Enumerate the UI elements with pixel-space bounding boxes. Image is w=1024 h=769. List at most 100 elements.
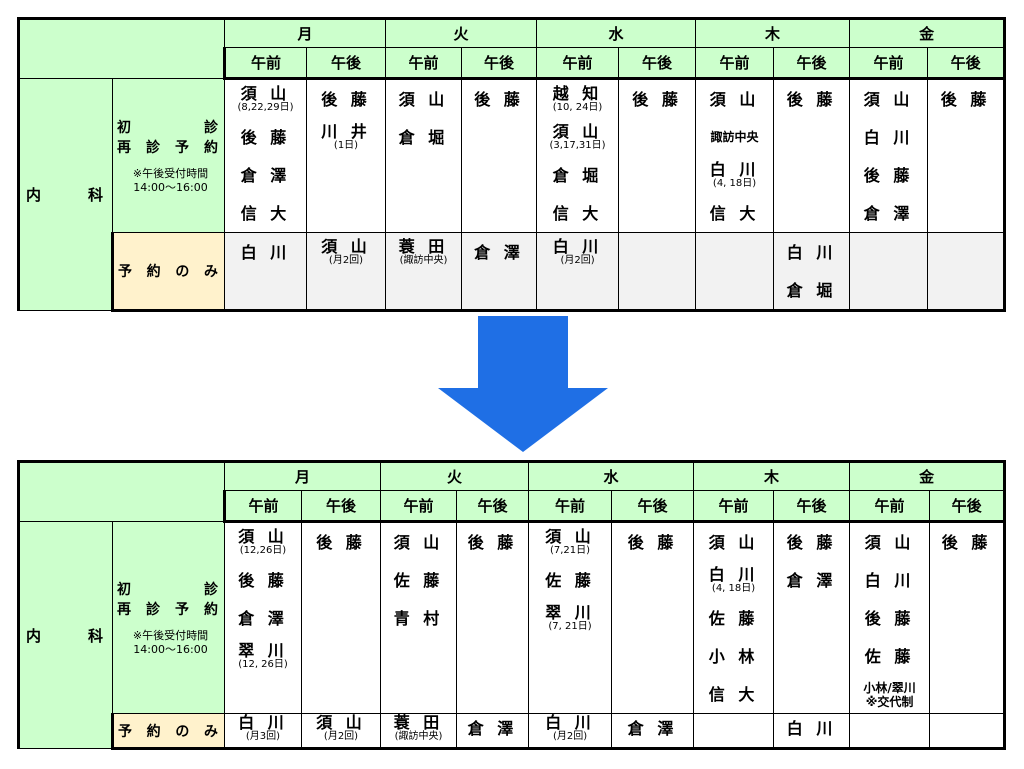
reservation-cell: 白 川 [773,713,851,750]
doctor-note: (諏訪中央) [394,731,443,742]
doctor-note: (12, 26日) [238,659,288,670]
doctor-entry: 後 藤 [774,523,849,561]
doctor-name: 須 山 [321,237,371,256]
doctor-entry: 須 山 [850,523,929,561]
doctor-name: 須 山 [238,527,288,546]
doctor-note: (12,26日) [239,545,287,556]
department-label: 内科 [17,78,113,311]
doctor-name: 白 川 [238,713,288,732]
doctor-name: 翠 川 [238,641,288,660]
doctor-entry: 小 林 [694,637,773,675]
doctor-entry: 白 川 [850,118,927,156]
doctor-entry: 白 川(月3回) [225,714,301,742]
reservation-cell [927,232,1007,312]
pm-header: 午後 [929,490,1007,523]
reservation-cell: 倉 澤 [461,232,538,312]
doctor-name: 白 川 [552,237,603,256]
pm-header: 午後 [461,47,538,80]
reservation-cell: 白 川(月2回) [528,713,613,750]
doctor-entry: 倉 澤 [612,714,693,742]
doctor-name: 佐 藤 [545,570,595,590]
doctor-entry: 白 川 [774,233,849,271]
doctor-name: 蓑 田 [398,237,449,256]
reservation-cell: 須 山(月2回) [305,232,387,312]
doctor-name: 倉 澤 [467,718,518,738]
am-header: 午前 [536,47,620,80]
schedule-cell: 須 山(7,21日)佐 藤翠 川(7, 21日) [528,521,613,714]
doctor-entry: 倉 堀 [537,156,618,194]
day-header: 水 [528,460,695,491]
doctor-name: 倉 澤 [238,608,288,628]
doctor-name: 後 藤 [474,89,524,109]
doctor-name: 諏訪中央 [710,129,759,144]
schedule-cell: 後 藤 [456,521,530,714]
am-header: 午前 [223,490,302,523]
doctor-name: 後 藤 [240,127,291,147]
doctor-note: (諏訪中央) [399,255,448,266]
doctor-entry: 白 川 [225,233,306,271]
doctor-entry: 後 藤 [928,80,1003,118]
doctor-entry: 白 川(月2回) [537,233,618,271]
doctor-entry: 蓑 田(諏訪中央) [386,233,461,271]
doctor-name: 後 藤 [864,608,915,628]
doctor-note: (7, 21日) [548,621,592,632]
doctor-name: 後 藤 [467,532,518,552]
doctor-name: 小林/翠川 [863,681,916,695]
pm-header: 午後 [773,490,851,523]
doctor-entry: 倉 澤 [774,561,849,599]
day-header: 金 [849,17,1007,48]
doctor-entry: 後 藤 [850,599,929,637]
pm-header: 午後 [300,490,382,523]
doctor-name: 倉 堀 [552,165,603,185]
doctor-entry: 倉 堀 [386,118,461,156]
doctor-entry: 佐 藤 [529,561,611,599]
doctor-name: 後 藤 [940,89,991,109]
doctor-name: 須 山 [398,89,449,109]
doctor-name: 白 川 [863,127,914,147]
schedule-cell: 須 山(8,22,29日)後 藤倉 澤信 大 [224,78,307,233]
reservation-cell [849,232,929,312]
doctor-entry: 川 井(1日) [307,118,385,156]
doctor-name: 後 藤 [863,165,914,185]
doctor-entry: 須 山 [694,523,773,561]
doctor-entry: 倉 澤 [457,714,528,742]
reservation-only-label: 予約のみ [111,232,225,312]
doctor-entry: 翠 川(12, 26日) [225,637,301,675]
pm-header: 午後 [305,47,387,80]
doctor-name: 須 山 [240,84,291,103]
doctor-entry: 後 藤 [225,561,301,599]
doctor-name: 後 藤 [632,89,682,109]
doctor-entry: 小林/翠川※交代制 [850,675,929,713]
day-header: 木 [695,17,851,48]
day-header: 火 [385,17,538,48]
doctor-note: (月2回) [560,255,595,266]
schedule-table-after: 月 火 水 木 金 午前 午後 午前 午後 午前 午後 午前 午後 午前 午後 … [17,460,1007,750]
doctor-name: 須 山 [863,89,914,109]
doctor-name: 信 大 [708,684,759,704]
doctor-note: (月2回) [552,731,588,742]
reservation-cell: 倉 澤 [611,713,695,750]
doctor-name: 白 川 [240,242,291,262]
doctor-entry: 後 藤 [930,523,1003,561]
schedule-cell: 後 藤 [300,521,382,714]
doctor-entry: 倉 堀 [774,271,849,309]
doctor-entry: 須 山 [696,80,773,118]
doctor-entry: 後 藤 [619,80,695,118]
schedule-table-before: 月 火 水 木 金 午前 午後 午前 午後 午前 午後 午前 午後 午前 午後 … [17,17,1007,312]
doctor-name: 信 大 [240,203,291,223]
doctor-note: (4, 18日) [712,178,757,189]
doctor-name: 白 川 [786,718,837,738]
schedule-cell: 須 山白 川(4, 18日)佐 藤小 林信 大 [693,521,775,714]
doctor-entry: 白 川 [774,714,849,742]
schedule-cell: 後 藤 [618,78,697,233]
corner-cell [17,17,225,79]
doctor-note: (月3回) [245,731,281,742]
department-label: 内科 [17,521,113,749]
doctor-entry: 信 大 [537,194,618,232]
doctor-entry: 後 藤 [457,523,528,561]
doctor-entry: 諏訪中央 [696,118,773,156]
doctor-entry: 須 山(12,26日) [225,523,301,561]
doctor-entry: 須 山(8,22,29日) [225,80,306,118]
schedule-cell: 須 山白 川後 藤倉 澤 [849,78,929,233]
